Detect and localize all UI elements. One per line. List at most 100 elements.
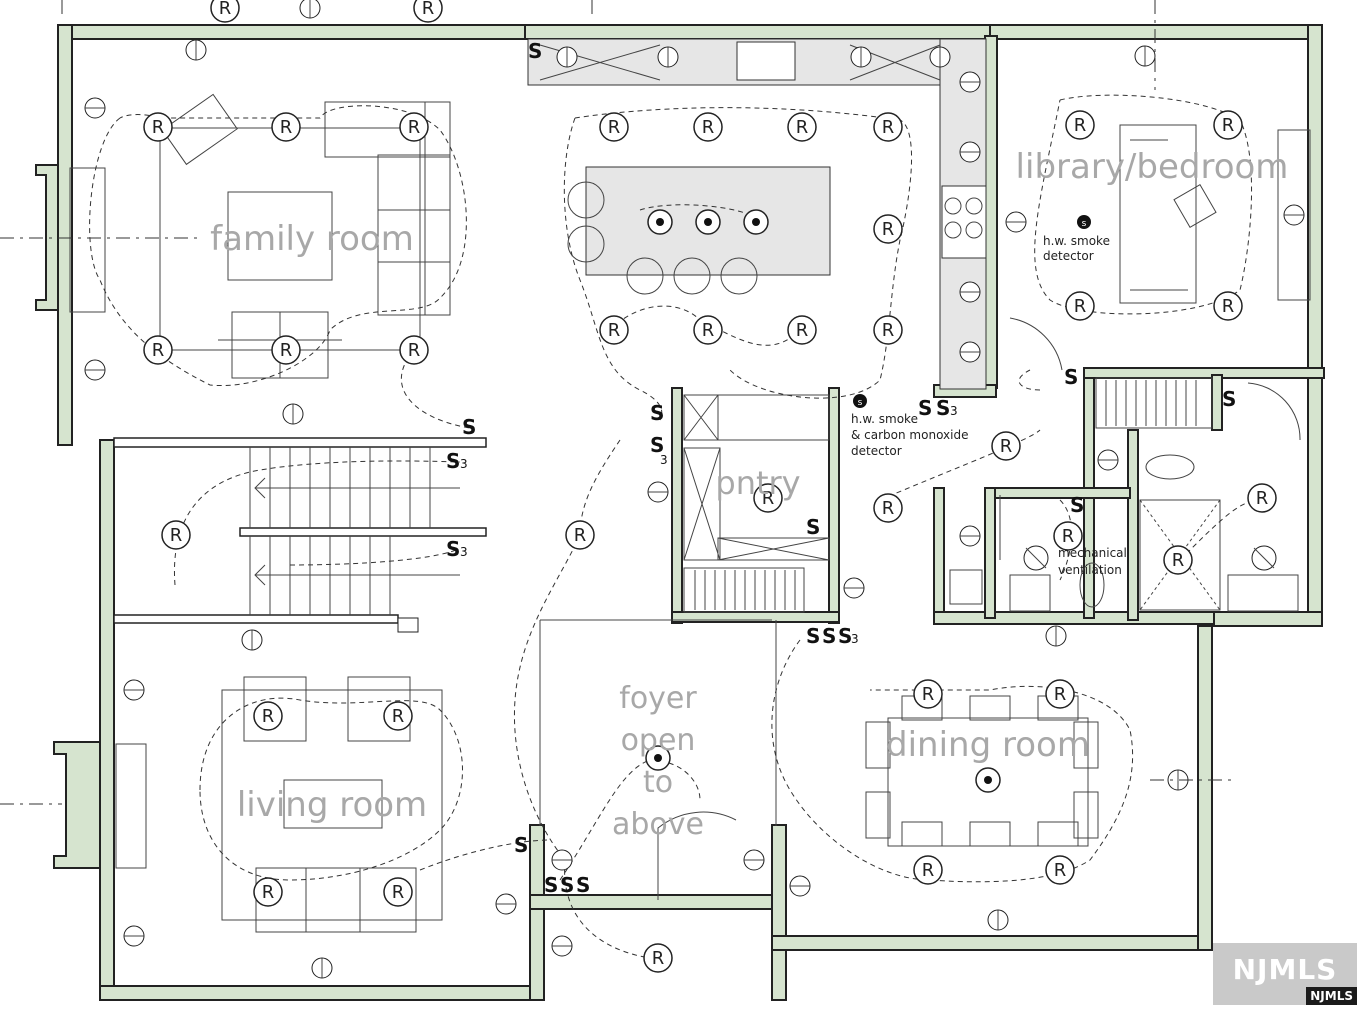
- smoke-detector-label-2: detector: [1043, 249, 1094, 263]
- outlet-icon: [743, 849, 765, 871]
- recessed-light-icon: R: [399, 335, 429, 365]
- switch-icon: S: [1064, 365, 1078, 389]
- outlet-icon: [1097, 449, 1119, 471]
- svg-text:R: R: [280, 117, 293, 138]
- svg-text:R: R: [280, 340, 293, 361]
- svg-text:R: R: [1172, 550, 1185, 571]
- recessed-light-icon: R: [1247, 483, 1277, 513]
- recessed-light-icon: R: [873, 493, 903, 523]
- svg-text:3: 3: [460, 545, 468, 559]
- svg-text:R: R: [1222, 296, 1235, 317]
- svg-text:R: R: [702, 320, 715, 341]
- smoke-co-label-3: detector: [851, 444, 902, 458]
- svg-text:R: R: [1074, 296, 1087, 317]
- recessed-light-icon: R: [399, 112, 429, 142]
- svg-text:R: R: [1074, 115, 1087, 136]
- svg-text:R: R: [219, 0, 232, 19]
- outlet-icon: [657, 46, 679, 68]
- outlet-icon: [551, 849, 573, 871]
- recessed-light-icon: R: [253, 877, 283, 907]
- svg-text:R: R: [170, 525, 183, 546]
- switch-icon: S: [822, 624, 836, 648]
- room-label-foyer-3: to: [643, 765, 673, 800]
- outlet-icon: [1134, 45, 1156, 67]
- smoke-co-label-1: h.w. smoke: [851, 412, 918, 426]
- svg-text:R: R: [882, 320, 895, 341]
- room-label-library: library/bedroom: [1016, 147, 1289, 187]
- outlet-icon: [123, 679, 145, 701]
- outlet-icon: [647, 481, 669, 503]
- svg-text:S: S: [650, 433, 664, 457]
- recessed-light-icon: R: [565, 520, 595, 550]
- outlet-icon: [84, 97, 106, 119]
- outlet-icon: [959, 141, 981, 163]
- room-label-foyer-1: foyer: [619, 681, 697, 716]
- svg-text:R: R: [922, 684, 935, 705]
- svg-text:S: S: [822, 624, 836, 648]
- switch-icon: S: [918, 396, 932, 420]
- svg-text:S: S: [1064, 365, 1078, 389]
- smoke-detector-label-1: h.w. smoke: [1043, 234, 1110, 248]
- outlet-icon: [850, 46, 872, 68]
- svg-text:R: R: [408, 340, 421, 361]
- outlet-icon: [84, 359, 106, 381]
- recessed-light-icon: R: [271, 112, 301, 142]
- outlet-icon: [1023, 545, 1049, 571]
- svg-text:S: S: [446, 537, 460, 561]
- pendant-light-icon: [647, 209, 673, 235]
- outlet-icon: [959, 341, 981, 363]
- svg-text:R: R: [882, 498, 895, 519]
- svg-text:S: S: [560, 873, 574, 897]
- switch-icon: S: [1222, 387, 1236, 411]
- recessed-light-icon: R: [413, 0, 443, 23]
- recessed-light-icon: R: [1053, 521, 1083, 551]
- svg-text:S: S: [1070, 493, 1084, 517]
- svg-text:S: S: [462, 415, 476, 439]
- room-labels: family room library/bedroom pntry living…: [210, 147, 1288, 842]
- svg-text:s: s: [858, 398, 863, 408]
- recessed-light-icon: R: [210, 0, 240, 23]
- switch-icon: S: [806, 515, 820, 539]
- svg-text:S: S: [514, 833, 528, 857]
- pendant-light-icon: [695, 209, 721, 235]
- svg-text:3: 3: [460, 457, 468, 471]
- svg-text:R: R: [1062, 526, 1075, 547]
- svg-text:R: R: [262, 882, 275, 903]
- outlet-icon: [1045, 625, 1067, 647]
- room-label-dining: dining room: [886, 725, 1090, 765]
- svg-text:R: R: [762, 488, 775, 509]
- svg-text:R: R: [1054, 860, 1067, 881]
- recessed-light-icon: R: [643, 943, 673, 973]
- svg-text:R: R: [1000, 436, 1013, 457]
- recessed-light-icon: R: [787, 315, 817, 345]
- stair-walls: [113, 437, 487, 633]
- exterior-walls: [35, 24, 1325, 1001]
- outlet-icon: [551, 935, 573, 957]
- svg-text:R: R: [152, 117, 165, 138]
- logo-main-text: NJMLS: [1232, 953, 1338, 986]
- room-label-foyer-2: open: [621, 723, 696, 758]
- recessed-light-icon: R: [991, 431, 1021, 461]
- svg-text:3: 3: [851, 632, 859, 646]
- pendant-light-icon: [975, 767, 1001, 793]
- recessed-light-icon: R: [271, 335, 301, 365]
- pendant-light-icon: [743, 209, 769, 235]
- room-label-foyer-4: above: [612, 807, 704, 842]
- svg-text:R: R: [882, 219, 895, 240]
- svg-text:R: R: [922, 860, 935, 881]
- outlet-icon: [1251, 545, 1277, 571]
- recessed-light-icon: R: [161, 520, 191, 550]
- recessed-light-icon: R: [1163, 545, 1193, 575]
- recessed-light-icon: R: [1045, 855, 1075, 885]
- outlet-icon: [959, 281, 981, 303]
- room-label-living: living room: [237, 785, 427, 825]
- svg-text:s: s: [1082, 219, 1087, 229]
- outlet-icon: [311, 957, 333, 979]
- switch-icon: S: [650, 401, 664, 425]
- svg-text:R: R: [262, 706, 275, 727]
- smoke-co-label-2: & carbon monoxide: [851, 428, 968, 442]
- svg-text:R: R: [1054, 684, 1067, 705]
- outlet-icon: [929, 46, 951, 68]
